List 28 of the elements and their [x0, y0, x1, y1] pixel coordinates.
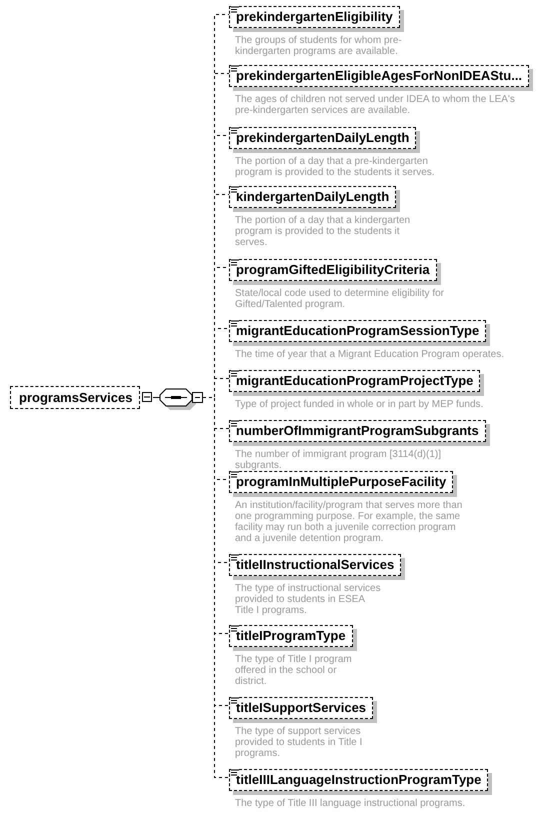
- element-name: programInMultiplePurposeFacility: [236, 474, 446, 489]
- annotation-text: State/local code used to determine eligibility for Gifted/Talented program.: [235, 288, 445, 310]
- annotation-text: The portion of a day that a kindergarten program is provided to the students it serves.: [235, 215, 412, 248]
- element-name: kindergartenDailyLength: [236, 189, 390, 204]
- element-name: titleIProgramType: [236, 628, 346, 643]
- element-name: migrantEducationProgramProjectType: [236, 373, 474, 388]
- annotation-text: The ages of children not served under IDEA to whom the LEA's pre-kindergarten services are available.: [235, 94, 516, 116]
- annotation-text: An institution/facility/program that serves more than one programming purpose. For example, the same facility may run both a juvenile correction program and a juvenile detention program.: [235, 500, 464, 544]
- annotation-text: The number of immigrant program [3114(d)(1)] subgrants.: [235, 449, 442, 471]
- element-name: prekindergartenEligibility: [236, 9, 393, 24]
- element-name: titleIIILanguageInstructionProgramType: [236, 772, 482, 787]
- annotation-text: The type of Title I program offered in the school or district.: [235, 654, 353, 687]
- element-name: titleISupportServices: [236, 700, 366, 715]
- annotation-text: The type of support services provided to students in Title I programs.: [235, 726, 363, 759]
- annotation-text: The portion of a day that a pre-kindergarten program is provided to the students it serves.: [235, 156, 436, 178]
- connector-line: [152, 397, 160, 398]
- element-name: prekindergartenEligibleAgesForNonIDEAStu...: [236, 68, 522, 83]
- element-name: programsServices: [19, 390, 132, 405]
- element-name: titleIInstructionalServices: [236, 557, 394, 572]
- element-name: migrantEducationProgramSessionType: [236, 323, 480, 338]
- annotation-text: The type of Title III language instructional programs.: [235, 798, 466, 809]
- annotation-text: The groups of students for whom pre-kindergarten programs are available.: [235, 35, 403, 57]
- annotation-text: The time of year that a Migrant Education Program operates.: [235, 349, 506, 360]
- element-name: programGiftedEligibilityCriteria: [236, 262, 430, 277]
- element-name: prekindergartenDailyLength: [236, 130, 410, 145]
- annotation-text: The type of instructional services provided to students in ESEA Title I programs.: [235, 583, 382, 616]
- annotation-text: Type of project funded in whole or in part by MEP funds.: [235, 399, 484, 410]
- element-name: numberOfImmigrantProgramSubgrants: [236, 423, 479, 438]
